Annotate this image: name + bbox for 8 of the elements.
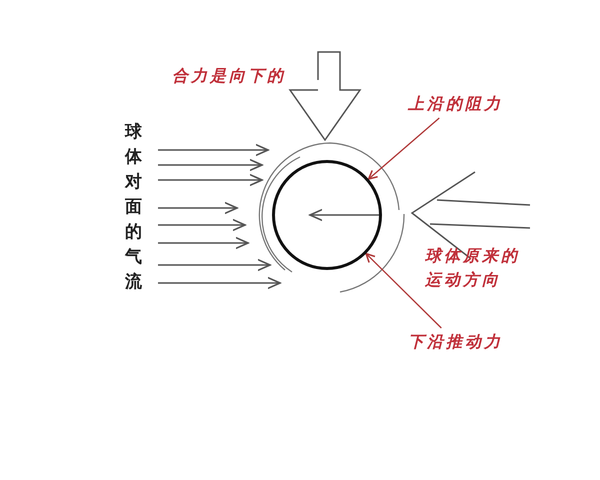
force-label: 下沿推动力: [408, 330, 503, 354]
leader-line: [368, 118, 440, 180]
ball-circle: [272, 160, 382, 270]
caption-text: 球体原来的运动方向: [425, 245, 521, 291]
force-label: 上沿的阻力: [408, 92, 503, 116]
caption-text: 合力是向下的: [172, 65, 286, 87]
vertical-text: 球体对面的气流: [125, 121, 143, 294]
leader-line: [365, 252, 442, 328]
